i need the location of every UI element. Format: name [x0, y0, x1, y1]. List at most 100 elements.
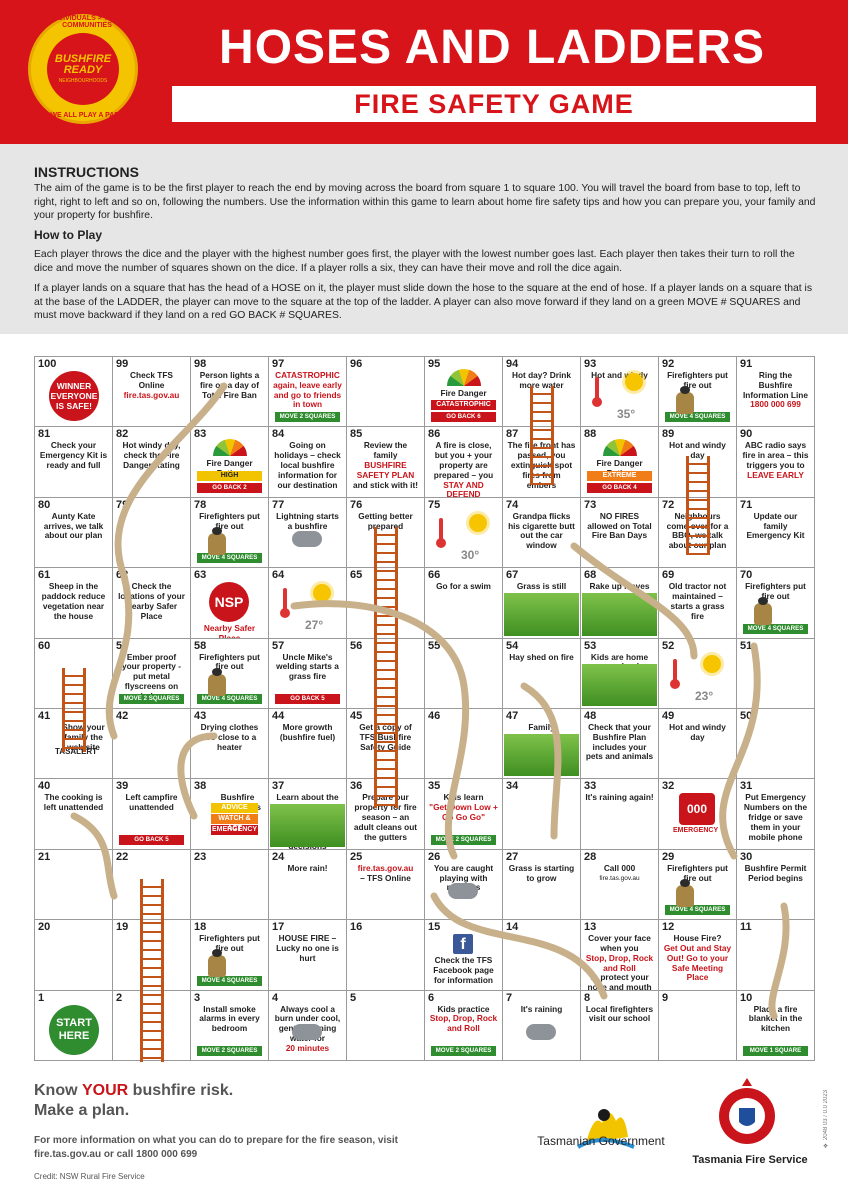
square-number: 17	[272, 921, 285, 934]
ladder-icon	[530, 386, 554, 485]
square-number: 28	[584, 850, 597, 863]
square-line: – TFS Online	[360, 872, 411, 883]
square-number: 50	[740, 710, 753, 722]
square-50: 50	[736, 708, 815, 780]
square-text: fire.tas.gov.au– TFS Online	[351, 863, 420, 884]
square-text: Bushfire Permit Period begins	[741, 863, 810, 884]
square-number: 71	[740, 498, 753, 511]
square-line: Sheep in the paddock reduce vegetation n…	[41, 581, 106, 621]
square-line: Firefighters put fire out	[199, 510, 260, 531]
go-back-squares-tag: GO BACK 2 SQUARES	[197, 482, 262, 497]
square-79: 79	[112, 496, 191, 569]
square-text: Aunty Kate arrives, we talk about our pl…	[39, 511, 108, 541]
square-text: Firefighters put fire out	[741, 581, 810, 602]
square-highlight-text: Nearby Safer Place	[203, 623, 256, 639]
fire-danger-gauge-icon	[447, 369, 481, 386]
square-line: HOUSE FIRE – Lucky no one is hurt	[276, 933, 339, 963]
square-number: 16	[350, 921, 363, 934]
square-number: 45	[350, 710, 363, 722]
square-number: 1	[38, 991, 45, 1004]
square-number: 68	[584, 569, 597, 582]
square-number: 95	[428, 358, 441, 370]
square-line: Hot and windy day	[669, 722, 726, 742]
square-line: Drying clothes too close to a heater	[200, 722, 259, 752]
page-subtitle: FIRE SAFETY GAME	[172, 86, 816, 122]
ladder-icon	[374, 526, 398, 809]
square-text: Firefighters put fire out	[195, 510, 264, 532]
square-line: More growth (bushfire fuel)	[279, 722, 336, 742]
square-line: Firefighters put fire out	[667, 862, 728, 883]
square-number: 53	[584, 639, 597, 652]
square-highlight-text: "Get Down Low + Go Go Go"	[429, 802, 498, 822]
square-number: 74	[506, 498, 519, 511]
square-number: 89	[662, 428, 675, 441]
move-squares-tag: MOVE 4 SQUARES	[197, 975, 262, 986]
square-line: It's raining again!	[585, 792, 654, 803]
square-line: Hay shed on fire	[509, 651, 574, 662]
firefighter-icon	[676, 386, 694, 414]
square-number: 24	[272, 850, 285, 863]
badge-sub-text: NEIGHBOURHOODS	[58, 78, 108, 84]
firefighter-icon	[208, 526, 226, 555]
square-number: 10	[740, 991, 753, 1004]
firefighter-icon	[208, 667, 226, 696]
square-line: ABC radio says fire in area – this trigg…	[742, 440, 809, 470]
square-number: 73	[584, 498, 597, 511]
go-back-squares-tag: GO BACK 5 SQUARES	[275, 693, 340, 708]
square-text: Install smoke alarms in every bedroom	[195, 1004, 264, 1034]
sun-icon	[625, 373, 643, 391]
grass-image	[270, 804, 345, 847]
square-line: Call 000	[603, 862, 636, 873]
square-highlight-text: 1800 000 699	[750, 399, 801, 410]
square-line: Grandpa flicks his cigarette butt out th…	[508, 510, 575, 551]
fire-danger-level: EXTREME	[587, 470, 652, 481]
how-to-play-para-1: Each player throws the dice and the play…	[34, 249, 795, 274]
square-number: 77	[272, 498, 285, 511]
square-text: Grandpa flicks his cigarette butt out th…	[507, 510, 576, 551]
facebook-icon: f	[453, 934, 473, 955]
square-text: NO FIRES allowed on Total Fire Ban Days	[585, 511, 654, 541]
square-line: Local firefighters visit our school	[585, 1003, 654, 1024]
square-number: 27	[506, 850, 519, 863]
fire-danger-gauge-icon	[213, 439, 247, 457]
square-number: 43	[194, 710, 207, 722]
square-highlight-text: BUSHFIRE SAFETY PLAN	[356, 459, 415, 480]
square-14: 14	[502, 919, 581, 991]
thermometer-icon	[436, 517, 446, 548]
square-small-text: fire.tas.gov.au	[599, 874, 640, 882]
square-text: The cooking is left unattended	[39, 793, 108, 813]
square-number: 88	[584, 428, 597, 441]
square-line: Check the TFS Facebook page for informat…	[433, 955, 494, 985]
square-line: Firefighters put fire out	[745, 581, 806, 601]
square-number: 8	[584, 991, 591, 1004]
square-highlight-text: 20 minutes	[285, 1042, 330, 1053]
square-text: Kids learn"Get Down Low + Go Go Go"	[429, 793, 498, 822]
how-to-play-heading: How to Play	[34, 228, 103, 242]
fire-danger-level: CATASTROPHIC	[431, 400, 496, 411]
square-line: Check that your Bushfire Plan includes y…	[585, 722, 654, 762]
square-text: Firefighters put fire out	[663, 370, 732, 391]
